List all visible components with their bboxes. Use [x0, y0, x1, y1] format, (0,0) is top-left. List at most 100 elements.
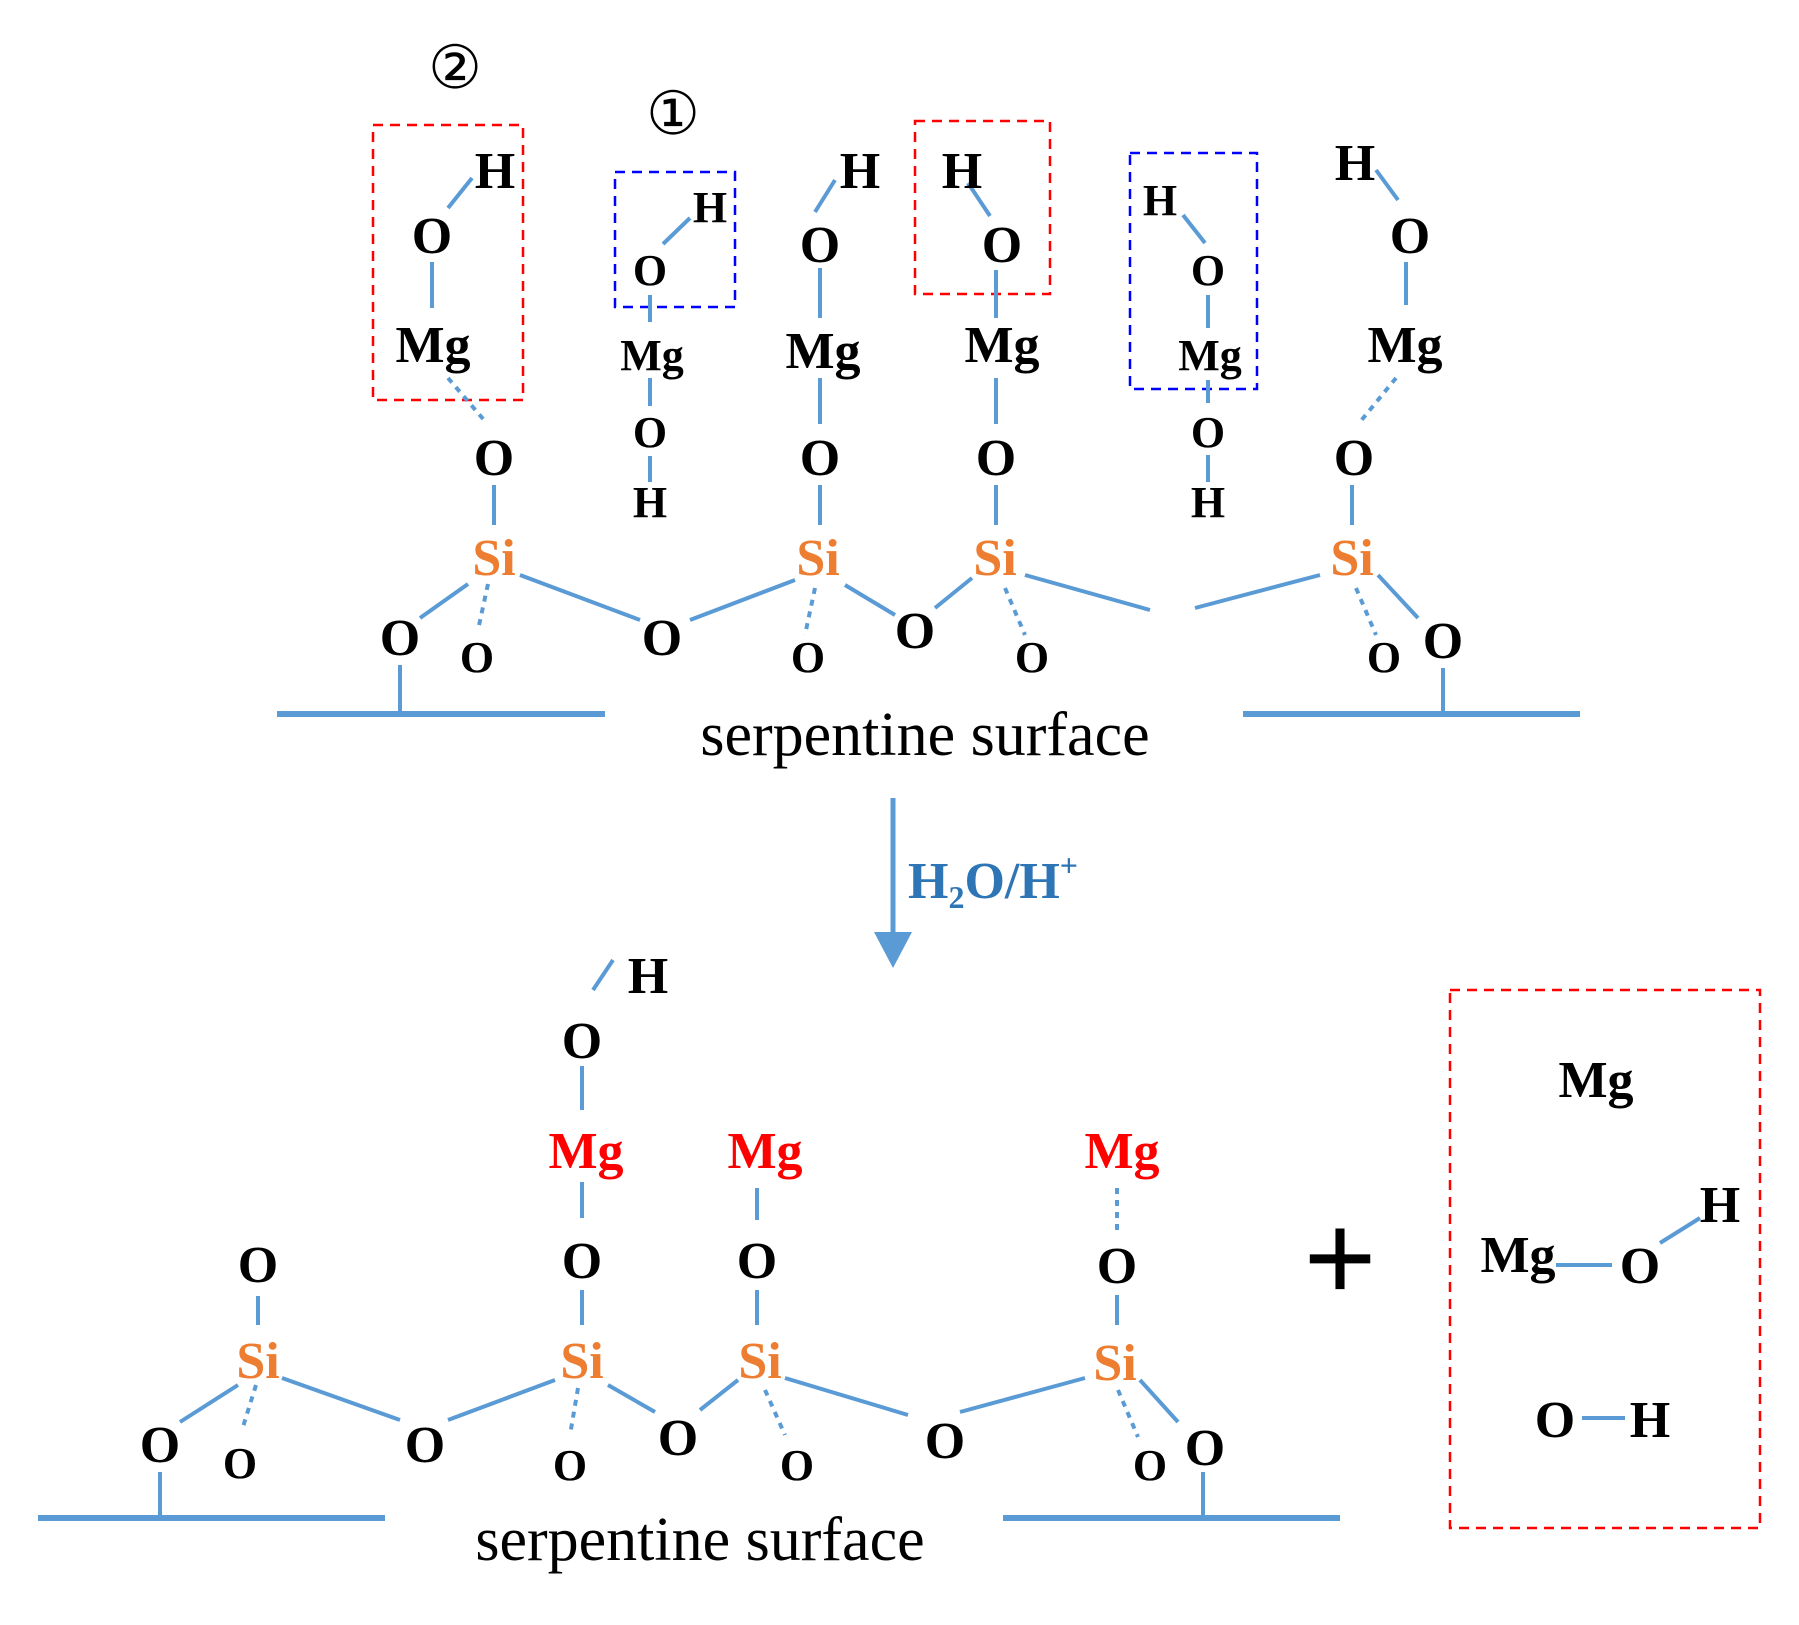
reagent-label: H2O/H+ — [908, 847, 1078, 915]
bond-dash — [568, 1387, 580, 1436]
atom-mg: Mg — [785, 323, 860, 380]
atom-mg-red: Mg — [548, 1123, 623, 1180]
atom-o: O — [405, 1417, 445, 1474]
atom-si: Si — [1330, 530, 1373, 587]
arrow-head — [874, 932, 912, 968]
box-oh-red — [913, 119, 1052, 296]
bond-dash — [446, 376, 486, 422]
atom-h: H — [628, 948, 668, 1005]
atom-o: O — [1191, 246, 1225, 295]
bond — [178, 1383, 240, 1424]
bond — [446, 176, 474, 210]
atom-h: H — [1191, 478, 1225, 527]
atom-h: H — [942, 143, 982, 200]
bottom-structure: H O Mg Mg Mg O O O O Si Si Si Si O O O O… — [38, 948, 1340, 1574]
bond — [1658, 1216, 1702, 1245]
product-mgoh-h: H — [1700, 1177, 1740, 1234]
box-site-2 — [371, 123, 525, 402]
atom-o: O — [1185, 1420, 1225, 1477]
atom-mg: Mg — [1178, 331, 1242, 380]
bond — [661, 216, 692, 246]
atom-o: O — [633, 246, 667, 295]
atom-o: O — [474, 430, 514, 487]
bond — [1181, 213, 1207, 245]
bond-dash — [1116, 1389, 1140, 1438]
marker-one: ① — [646, 81, 700, 147]
atom-h: H — [1335, 135, 1375, 192]
reagent-sub: 2 — [948, 879, 964, 915]
atom-o: O — [925, 1413, 965, 1470]
reaction-arrow: H2O/H+ — [874, 798, 1078, 968]
bond — [418, 582, 470, 620]
atom-si: Si — [472, 530, 515, 587]
bond — [591, 958, 615, 992]
bond — [1374, 168, 1400, 202]
atom-mg: Mg — [1367, 317, 1442, 374]
bond — [813, 178, 837, 214]
box-mg-oh-blue — [1128, 151, 1259, 391]
bond — [1376, 573, 1420, 620]
atom-o: O — [1191, 408, 1225, 457]
atom-o: O — [780, 1441, 814, 1490]
marker-two: ② — [428, 35, 482, 101]
atom-si: Si — [236, 1333, 279, 1390]
bond — [784, 1376, 909, 1417]
atom-si: Si — [796, 530, 839, 587]
atom-o: O — [1015, 633, 1049, 682]
atom-o: O — [140, 1417, 180, 1474]
product-mg: Mg — [1558, 1052, 1633, 1109]
surface-label-bottom: serpentine surface — [475, 1506, 924, 1574]
atom-o: O — [1334, 430, 1374, 487]
atom-o: O — [658, 1410, 698, 1467]
bond-dash — [1003, 587, 1027, 636]
box-site-1-oh — [613, 170, 737, 309]
atom-o: O — [1367, 633, 1401, 682]
atom-o: O — [380, 610, 420, 667]
atom-h: H — [633, 478, 667, 527]
reagent-oh: O/H — [964, 853, 1059, 910]
atom-o: O — [1133, 1441, 1167, 1490]
atom-si: Si — [973, 530, 1016, 587]
atom-o: O — [976, 430, 1016, 487]
product-mgoh-mg: Mg — [1480, 1227, 1555, 1284]
bond-dash — [1354, 587, 1378, 636]
bond — [843, 583, 897, 617]
bond — [519, 573, 641, 622]
atom-o: O — [562, 1233, 602, 1290]
atom-o: O — [791, 633, 825, 682]
atom-mg: Mg — [964, 317, 1039, 374]
atom-o: O — [1097, 1238, 1137, 1295]
bond — [698, 1378, 740, 1412]
released-products: Mg Mg O H O H — [1448, 988, 1762, 1530]
atom-o: O — [1423, 613, 1463, 670]
bond — [1024, 573, 1151, 612]
box-products — [1448, 988, 1762, 1530]
bond-dash — [763, 1389, 787, 1436]
atom-si: Si — [560, 1333, 603, 1390]
atom-o: O — [800, 430, 840, 487]
atom-h: H — [1143, 176, 1177, 225]
atom-h: H — [840, 143, 880, 200]
bond — [689, 578, 796, 622]
bond — [933, 576, 974, 610]
bond — [966, 181, 992, 218]
atom-o: O — [633, 408, 667, 457]
atom-o: O — [223, 1439, 257, 1488]
atom-mg-red: Mg — [727, 1123, 802, 1180]
atom-o: O — [737, 1233, 777, 1290]
atom-si: Si — [1093, 1335, 1136, 1392]
bond-dash — [803, 587, 817, 636]
atom-o: O — [982, 217, 1022, 274]
reagent-sup: + — [1060, 847, 1078, 883]
atom-h: H — [693, 183, 727, 232]
bond — [1138, 1378, 1180, 1424]
bond-dash — [240, 1384, 258, 1431]
atom-o: O — [553, 1441, 587, 1490]
bond — [1194, 573, 1321, 610]
bond — [607, 1383, 656, 1414]
reagent-h: H — [908, 853, 948, 910]
atom-h: H — [475, 143, 515, 200]
atom-mg: Mg — [620, 331, 684, 380]
surface-label-top: serpentine surface — [700, 701, 1149, 769]
